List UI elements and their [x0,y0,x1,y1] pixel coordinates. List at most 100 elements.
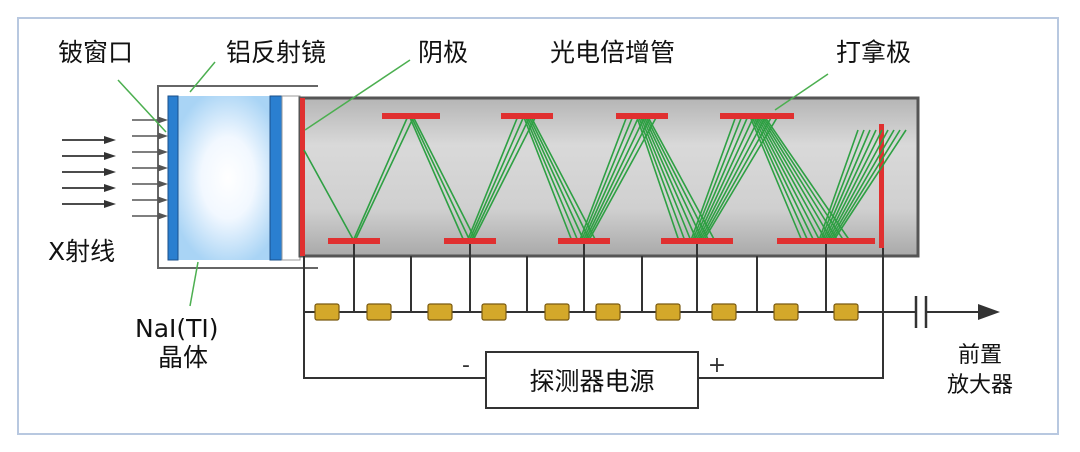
electron-path [693,115,749,242]
xray-arrowhead-icon [104,152,116,160]
electron-path [526,115,585,242]
electron-path [528,115,591,242]
electron-path [584,115,646,242]
resistor-icon [595,303,621,321]
xray-arrowhead-icon [104,184,116,192]
electron-path [821,129,871,242]
housing-bracket [157,85,318,269]
dynode-top-4 [720,113,794,119]
electron-path [637,115,686,242]
resistor-icon [833,303,859,321]
electron-path [698,115,767,242]
xray-arrowhead-icon [104,200,116,208]
plus-sign: + [708,353,726,378]
power-supply-label: 探测器电源 [529,367,654,396]
electron-path [352,115,409,242]
window-arrowhead-icon [158,196,168,204]
electron-path [828,129,895,242]
electron-path [580,115,634,242]
electron-path [691,115,743,242]
electron-path [468,115,525,242]
electron-path [818,129,859,242]
dynode-bottom-2 [444,238,496,244]
resistor-icon [481,303,507,321]
dynode-bottom-5 [777,238,875,244]
label-crystal-line1: NaI(TI) [135,314,219,343]
electron-path [522,115,573,242]
electron-path [754,115,821,242]
electron-path [752,115,815,242]
electron-path [697,115,761,242]
resistor-icon [366,303,392,321]
electron-path [823,129,877,242]
window-arrowhead-icon [158,212,168,220]
electron-path [689,115,737,242]
dynode-bottom-3 [558,238,610,244]
electron-path [750,115,809,242]
electron-path [643,115,704,242]
label-xray: X射线 [48,237,115,266]
electron-path [408,115,465,242]
dynode-top-2 [501,113,553,119]
photocathode [300,98,305,256]
electron-path [641,115,698,242]
dynodes [328,113,875,244]
electron-path [529,115,597,242]
label-cathode: 阴极 [418,38,468,67]
electron-path [470,115,531,242]
dynode-top-3 [616,113,668,119]
electron-path [303,149,355,242]
label-aluminum-mirror: 铝反射镜 [226,38,326,67]
aluminum-mirror [281,95,301,261]
minus-sign: - [462,353,470,378]
electron-path [759,115,839,242]
xray-arrowhead-icon [104,168,116,176]
resistor-chain [314,303,859,321]
electron-path [471,115,537,242]
window-arrowhead-icon [158,180,168,188]
electron-path [830,129,901,242]
optical-window [269,95,283,261]
leader-lines [117,59,829,307]
electron-path [758,115,833,242]
electron-path [635,115,680,242]
supply-wire-right [698,248,884,379]
electron-path [354,115,415,242]
window-arrowhead-icon [158,148,168,156]
dynode-bottom-1 [328,238,380,244]
electron-path [695,115,755,242]
resistor-icon [655,303,681,321]
label-pmt: 光电倍增管 [550,38,675,67]
label-crystal-line2: 晶体 [158,343,208,372]
label-beryllium-window: 铍窗口 [58,38,133,67]
electron-path [466,115,519,242]
electron-path [832,129,907,242]
beryllium-window [167,95,179,261]
window-arrowhead-icon [158,132,168,140]
xray-arrowhead-icon [104,136,116,144]
electron-path [756,115,827,242]
electron-path [578,115,628,242]
electron-path [412,115,477,242]
resistor-icon [427,303,453,321]
electron-path [524,115,579,242]
window-arrowhead-icon [158,164,168,172]
resistor-icon [711,303,737,321]
label-dynode: 打拿极 [836,38,911,67]
electron-path [639,115,692,242]
anode [879,124,884,248]
output-arrow-icon [978,304,1000,320]
electron-path [825,129,883,242]
electron-path [410,115,471,242]
resistor-icon [544,303,570,321]
label-preamp-line2: 放大器 [947,373,1013,398]
electron-path [827,129,889,242]
electron-path [585,115,652,242]
dynode-top-1 [382,113,440,119]
dynode-bottom-4 [661,238,733,244]
window-arrowhead-icon [158,116,168,124]
nai-crystal [174,96,282,260]
label-preamp-line1: 前置 [958,343,1002,368]
